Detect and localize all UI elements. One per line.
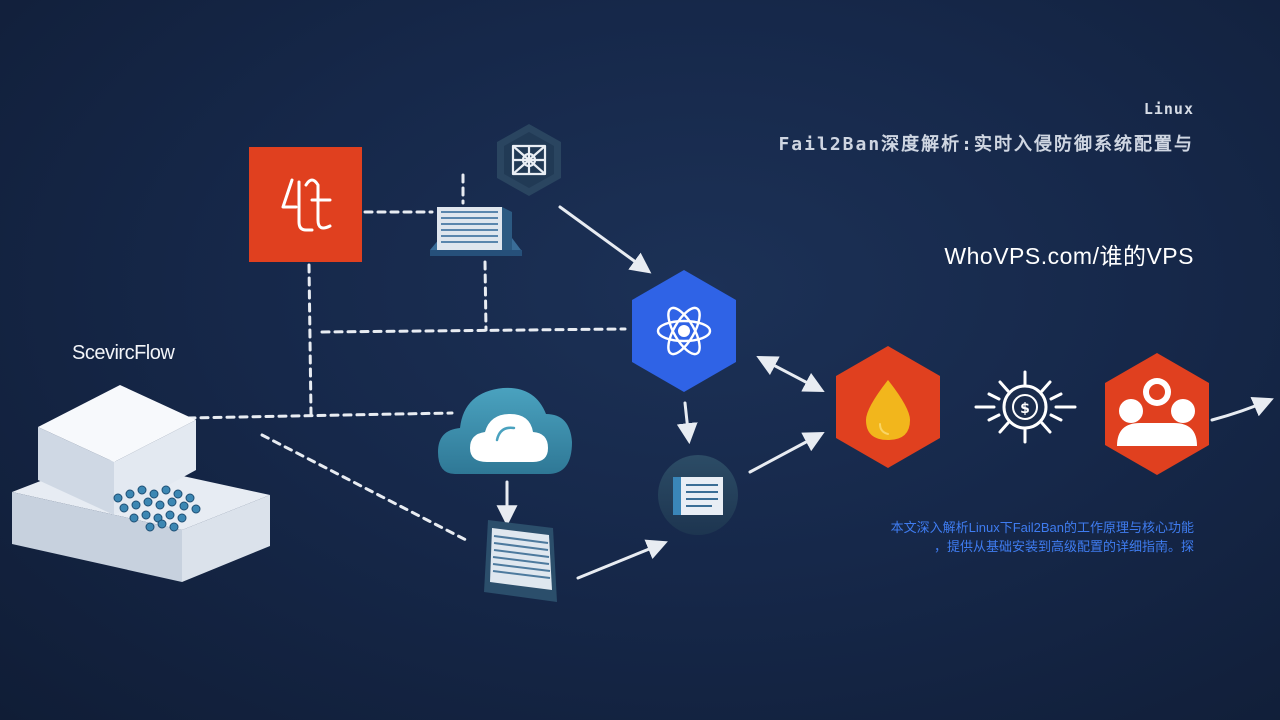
virus-dollar-icon: $ — [974, 370, 1077, 444]
fail2ban-logo-icon — [249, 147, 362, 262]
header-small-title: Linux — [1143, 100, 1194, 118]
network-hexagon-icon — [497, 124, 561, 196]
connector-logo-down — [307, 263, 313, 416]
arrow-atom-to-document — [676, 401, 698, 445]
server-block-icon — [12, 385, 270, 582]
svg-text:$: $ — [1020, 401, 1030, 417]
flame-icon — [836, 346, 940, 468]
arrow-lines — [496, 205, 1274, 580]
connector-block-diagonal — [260, 433, 468, 542]
connector-block-to-cloud — [186, 411, 454, 420]
server-block-label: ScevircFlow — [72, 342, 175, 364]
description-line-2: ，提供从基础安装到高级配置的详细指南。探 — [933, 539, 1194, 554]
log-panel-icon — [484, 520, 557, 602]
site-name: WhoVPS.com/谁的VPS — [944, 243, 1194, 269]
header-main-title: Fail2Ban深度解析:实时入侵防御系统配置与 — [778, 134, 1194, 155]
server-rack-icon — [430, 207, 522, 256]
atom-icon — [632, 270, 736, 392]
cloud-icon — [438, 387, 572, 474]
description-line-1: 本文深入解析Linux下Fail2Ban的工作原理与核心功能 — [890, 520, 1194, 535]
arrow-out-right — [1210, 396, 1274, 422]
arrow-panel-to-document — [576, 539, 668, 580]
arrow-atom-to-flame — [756, 356, 825, 392]
connector-horizontal-mid — [320, 327, 627, 334]
connector-server-down — [483, 260, 488, 332]
arrow-document-to-flame — [748, 432, 825, 474]
document-icon — [658, 455, 738, 535]
connector-lines — [186, 173, 627, 542]
users-group-icon — [1105, 353, 1209, 475]
arrow-hex-to-atom — [558, 205, 652, 274]
